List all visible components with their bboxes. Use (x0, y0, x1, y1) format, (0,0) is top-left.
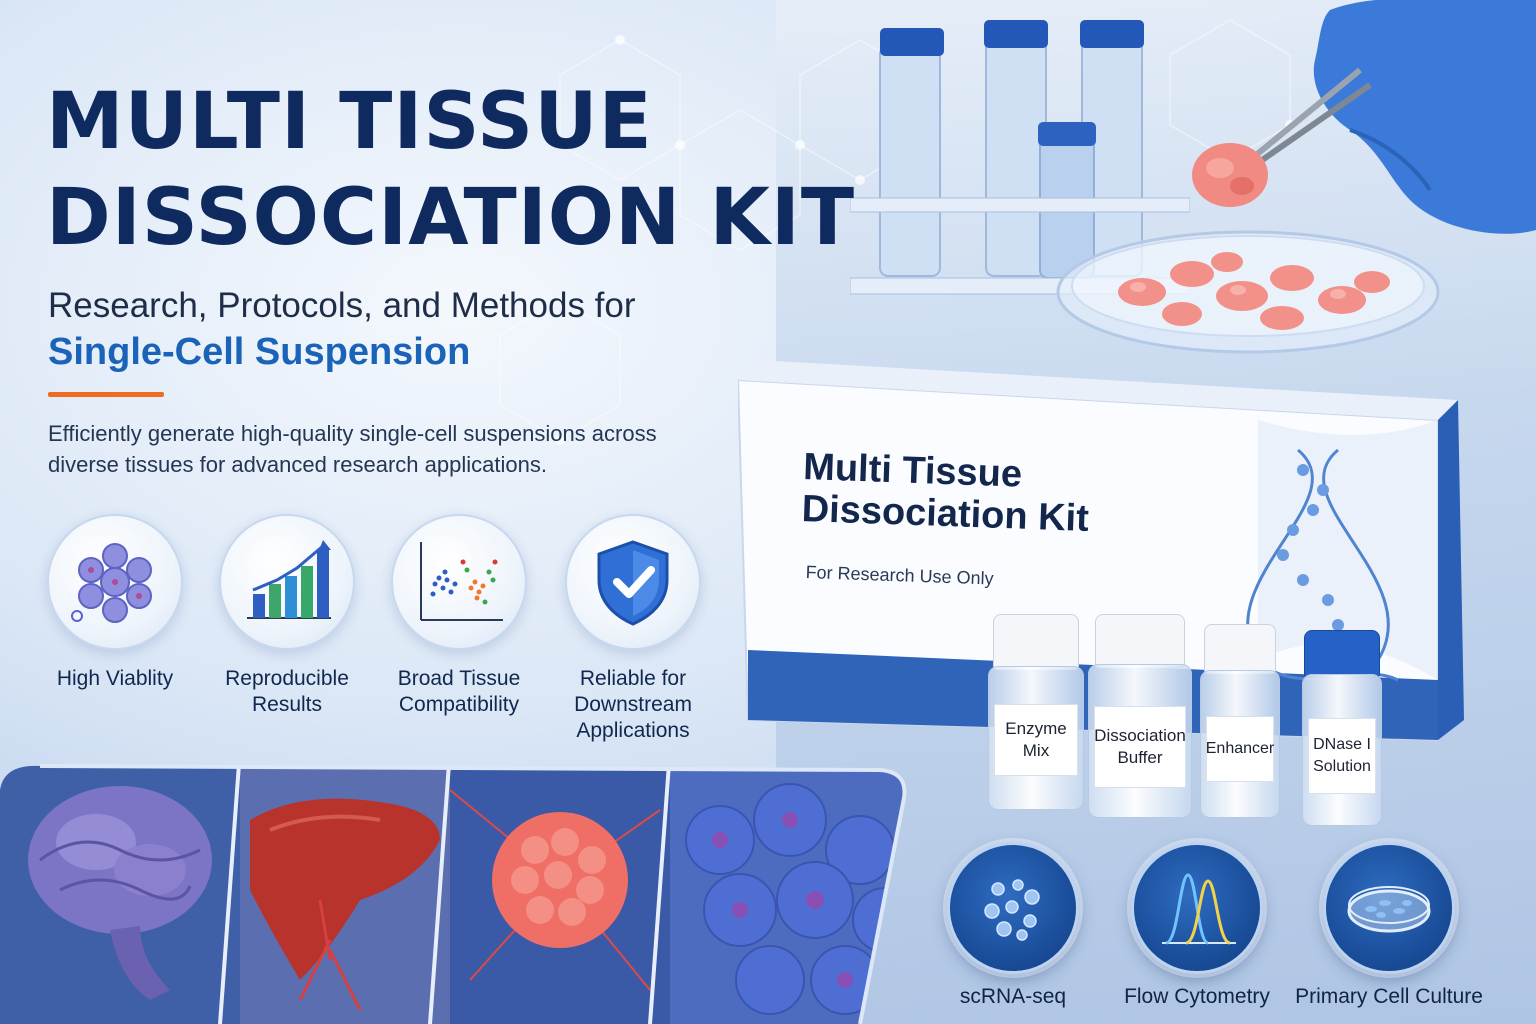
cells-icon (47, 514, 183, 650)
feature-label: Reliable for Downstream Applications (574, 667, 692, 742)
application-scrna-seq: scRNA-seq (918, 842, 1108, 1009)
vial-label: Dissociation Buffer (1094, 706, 1186, 788)
feature-broad-tissue-compatibility: Broad Tissue Compatibility (374, 514, 544, 718)
application-label: Flow Cytometry (1124, 985, 1270, 1008)
bar-chart-icon (219, 514, 355, 650)
vial-enzyme-mix: Enzyme Mix (988, 614, 1084, 810)
vial-enhancer: Enhancer (1200, 624, 1280, 818)
subtitle: Research, Protocols, and Methods for (48, 286, 636, 325)
application-label: Primary Cell Culture (1295, 985, 1483, 1008)
gloved-hand-tweezers-image (1192, 0, 1536, 234)
petri-dish-image (1056, 230, 1440, 354)
application-label: scRNA-seq (959, 985, 1067, 1008)
tissue-images-banner (0, 764, 907, 1024)
cell-cluster-image (685, 783, 905, 1015)
vial-cap (1095, 614, 1185, 668)
vial-dnase-solution: DNase I Solution (1302, 630, 1382, 826)
petri-dish-icon (1323, 842, 1455, 974)
vial-label: Enhancer (1206, 716, 1274, 782)
feature-high-viability: High Viablity (30, 514, 200, 692)
vial-cap (993, 614, 1079, 670)
vial-cap (1204, 624, 1276, 674)
page-title: MULTI TISSUE DISSOCIATION KIT (46, 74, 906, 266)
title-line-2: DISSOCIATION KIT (46, 173, 856, 263)
title-line-1: MULTI TISSUE (46, 77, 653, 167)
application-flow-cytometry: Flow Cytometry (1102, 842, 1292, 1009)
tissue-sample-icon (1192, 143, 1268, 207)
histogram-peaks-icon (1131, 842, 1263, 974)
test-tube-rack-image (850, 20, 1190, 295)
feature-reproducible-results: Reproducible Results (202, 514, 372, 718)
feature-reliable-downstream: Reliable for Downstream Applications (548, 514, 718, 744)
vial-label: Enzyme Mix (994, 704, 1078, 776)
brain-image (28, 786, 212, 1000)
accent-divider (48, 392, 164, 397)
description: Efficiently generate high-quality single… (48, 421, 657, 477)
vial-cap (1304, 630, 1380, 678)
feature-label: High Viablity (56, 667, 174, 690)
scatter-plot-icon (391, 514, 527, 650)
feature-label: Reproducible Results (225, 667, 349, 716)
shield-check-icon (565, 514, 701, 650)
vial-label: DNase I Solution (1308, 718, 1376, 794)
box-title: Multi Tissue Dissociation Kit (801, 446, 1090, 540)
droplets-icon (947, 842, 1079, 974)
feature-label: Broad Tissue Compatibility (397, 667, 521, 716)
tumor-image (449, 789, 661, 991)
vial-dissociation-buffer: Dissociation Buffer (1088, 614, 1192, 818)
subtitle-accent: Single-Cell Suspension (48, 331, 471, 373)
liver-image (250, 798, 440, 1011)
application-primary-cell-culture: Primary Cell Culture (1294, 842, 1484, 1009)
